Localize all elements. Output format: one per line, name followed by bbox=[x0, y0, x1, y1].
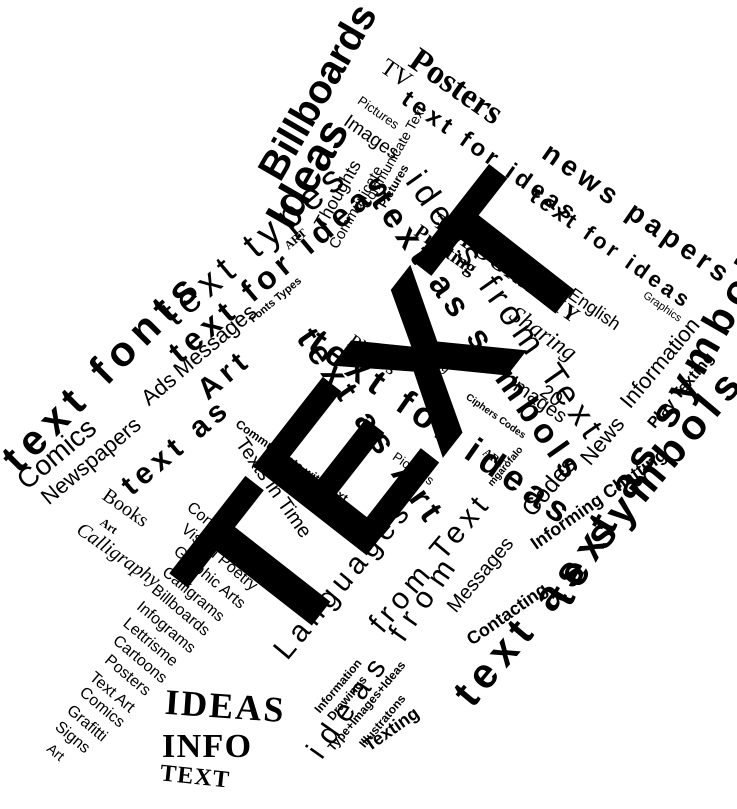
word-text-caps: TEXT bbox=[158, 760, 232, 794]
word-info-caps: INFO bbox=[162, 728, 253, 765]
word-ideas-caps: IDEAS bbox=[163, 681, 288, 731]
word-art-list: Art bbox=[43, 740, 68, 764]
word-ads: Ads bbox=[136, 366, 182, 411]
